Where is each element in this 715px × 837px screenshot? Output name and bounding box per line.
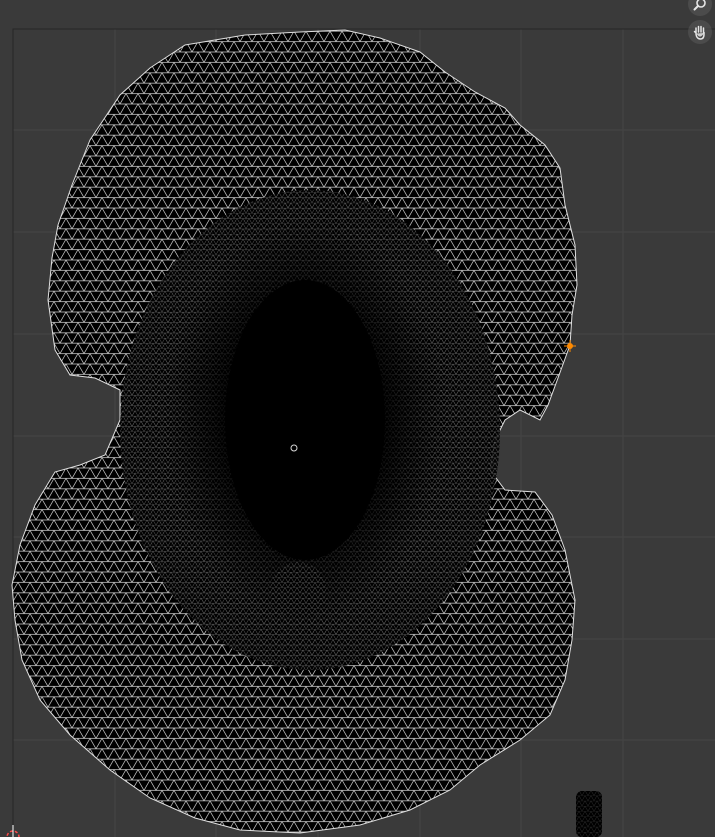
selected-vertex[interactable] [564, 340, 576, 352]
magnifier-icon [693, 0, 706, 11]
pan-button[interactable] [688, 20, 712, 44]
cursor-3d-icon[interactable] [6, 825, 20, 837]
zoom-button[interactable] [688, 0, 712, 16]
hand-icon [693, 25, 705, 40]
uv-mesh-island-main[interactable] [11, 29, 578, 834]
uv-mesh-island-small[interactable] [576, 791, 602, 837]
small-vertex-marker [290, 444, 298, 452]
uv-bounds-frame [12, 28, 715, 837]
